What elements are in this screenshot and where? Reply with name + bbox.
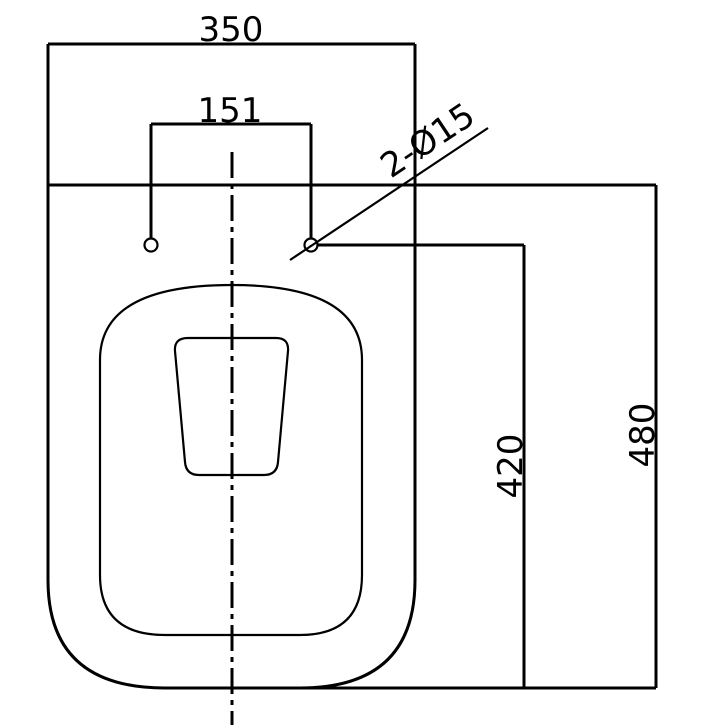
dimension-fixing-to-front: 420 [318,243,531,688]
fixing-holes-label: 2-Ø15 [374,95,483,186]
fixing-to-front-label: 420 [491,434,531,499]
seat-rim [98,283,364,637]
dimension-overall-depth: 480 [232,183,663,690]
outlet-opening [173,336,290,477]
fixing-spacing-label: 151 [198,91,263,131]
fixing-hole-right [303,237,319,253]
overall-width-label: 350 [199,10,264,50]
dimension-fixing-holes: 2-Ø15 [289,95,489,261]
dimension-overall-width: 350 [46,10,417,185]
fixing-hole-left [143,237,159,253]
dimension-fixing-spacing: 151 [149,91,313,238]
overall-depth-label: 480 [623,403,663,468]
